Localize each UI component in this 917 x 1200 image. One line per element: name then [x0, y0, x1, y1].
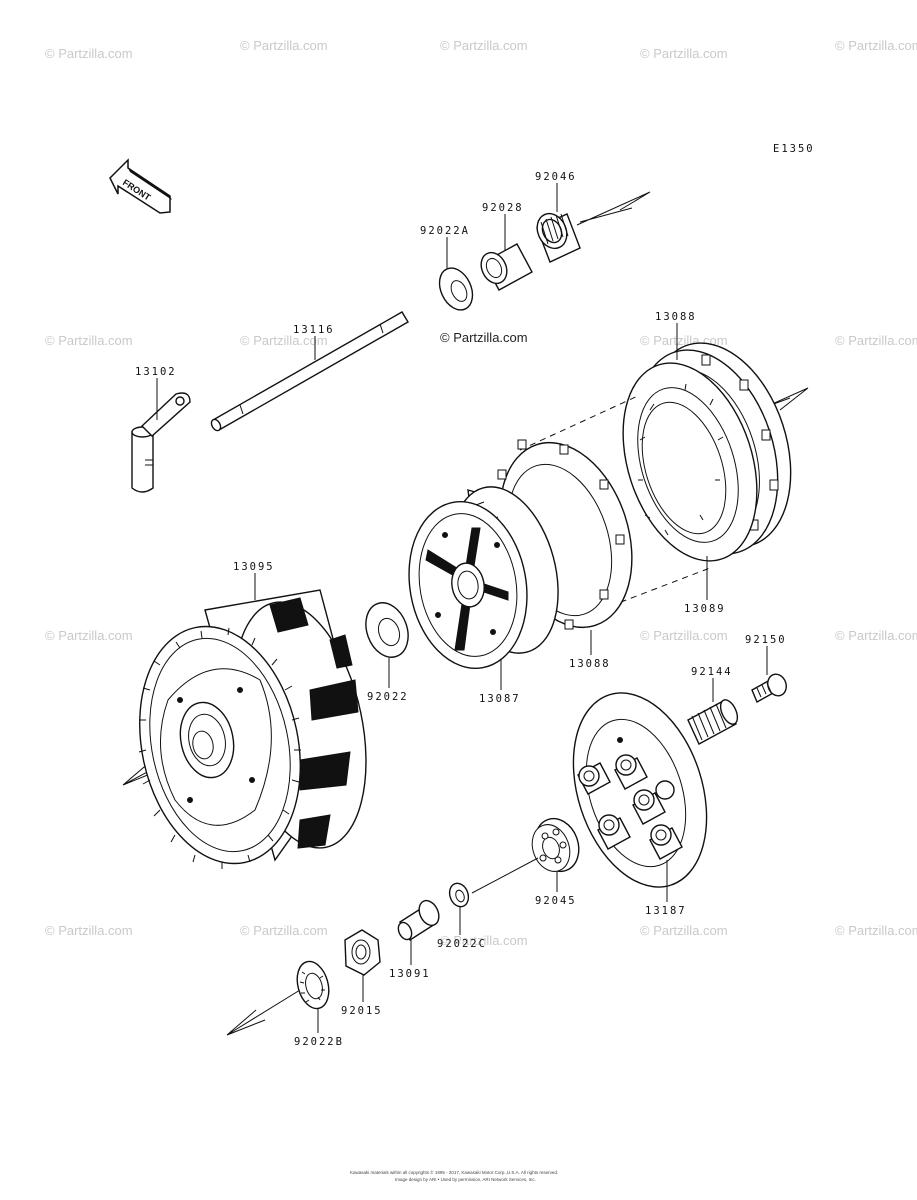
- label-leaders: [156, 183, 768, 1033]
- part-label: 92046: [535, 171, 577, 183]
- spacer-13091[interactable]: [396, 897, 443, 941]
- part-label: 92022A: [420, 225, 470, 237]
- alignment-line: [519, 394, 641, 451]
- lock-washer-92022b[interactable]: [292, 958, 333, 1012]
- part-label: 92150: [745, 634, 787, 646]
- watermark-text: © Partzilla.com: [440, 38, 528, 53]
- part-label: 13087: [479, 693, 521, 705]
- watermark-text: © Partzilla.com: [240, 923, 328, 938]
- ball-bearing-92045[interactable]: [526, 812, 586, 877]
- clutch-housing-13095[interactable]: [119, 589, 387, 879]
- push-rod-13116[interactable]: [210, 311, 409, 432]
- bolt-92150[interactable]: [751, 672, 789, 703]
- watermark-text: © Partzilla.com: [240, 38, 328, 53]
- release-lever-13102[interactable]: [131, 392, 191, 493]
- watermark-text: © Partzilla.com: [45, 333, 133, 348]
- part-label: 13089: [684, 603, 726, 615]
- part-label: 13091: [389, 968, 431, 980]
- part-label: 92022: [367, 691, 409, 703]
- watermark-text: © Partzilla.com: [835, 628, 917, 643]
- front-arrow-icon: FRONT: [109, 158, 172, 214]
- watermark-text: © Partzilla.com: [45, 628, 133, 643]
- needle-bearing-92046[interactable]: [532, 209, 581, 263]
- spring-92144[interactable]: [687, 697, 741, 745]
- part-label: 92045: [535, 895, 577, 907]
- footer-credit: Image design by ARI • Used by permission…: [395, 1177, 536, 1182]
- washer-92022c[interactable]: [446, 881, 471, 910]
- watermark-text: © Partzilla.com: [640, 923, 728, 938]
- watermark-text: © Partzilla.com: [45, 46, 133, 61]
- steel-plate-13089[interactable]: [600, 346, 781, 578]
- watermark-text: © Partzilla.com: [440, 933, 528, 948]
- part-label: 92022B: [294, 1036, 344, 1048]
- watermark-text: © Partzilla.com: [45, 923, 133, 938]
- washer-92022a[interactable]: [433, 263, 479, 316]
- part-label: 13095: [233, 561, 275, 573]
- part-label: 13187: [645, 905, 687, 917]
- part-label: 13088: [569, 658, 611, 670]
- part-label: 13116: [293, 324, 335, 336]
- part-label: 13088: [655, 311, 697, 323]
- pressure-plate-13187[interactable]: [550, 676, 730, 905]
- part-label: 13102: [135, 366, 177, 378]
- watermark-text: © Partzilla.com: [835, 38, 917, 53]
- collar-92028[interactable]: [476, 243, 533, 291]
- center-watermark: © Partzilla.com: [440, 330, 528, 345]
- footer-copyright: Kawasaki materials within all copyrights…: [350, 1169, 558, 1175]
- washer-92022[interactable]: [359, 597, 416, 663]
- diagram-code: E1350: [773, 143, 815, 155]
- watermark-text: © Partzilla.com: [640, 628, 728, 643]
- part-label: 92015: [341, 1005, 383, 1017]
- watermark-text: © Partzilla.com: [640, 46, 728, 61]
- alignment-line: [599, 567, 711, 611]
- watermark-text: © Partzilla.com: [240, 333, 328, 348]
- clutch-hub-13087[interactable]: [396, 475, 575, 678]
- watermark-text: © Partzilla.com: [835, 333, 917, 348]
- part-label: 92144: [691, 666, 733, 678]
- part-label: 92028: [482, 202, 524, 214]
- watermark-text: © Partzilla.com: [835, 923, 917, 938]
- part-labels: 92046 92028 92022A 13116 13102 13088 130…: [135, 171, 787, 1048]
- nut-92015[interactable]: [344, 929, 381, 976]
- part-label: 92022C: [437, 938, 487, 950]
